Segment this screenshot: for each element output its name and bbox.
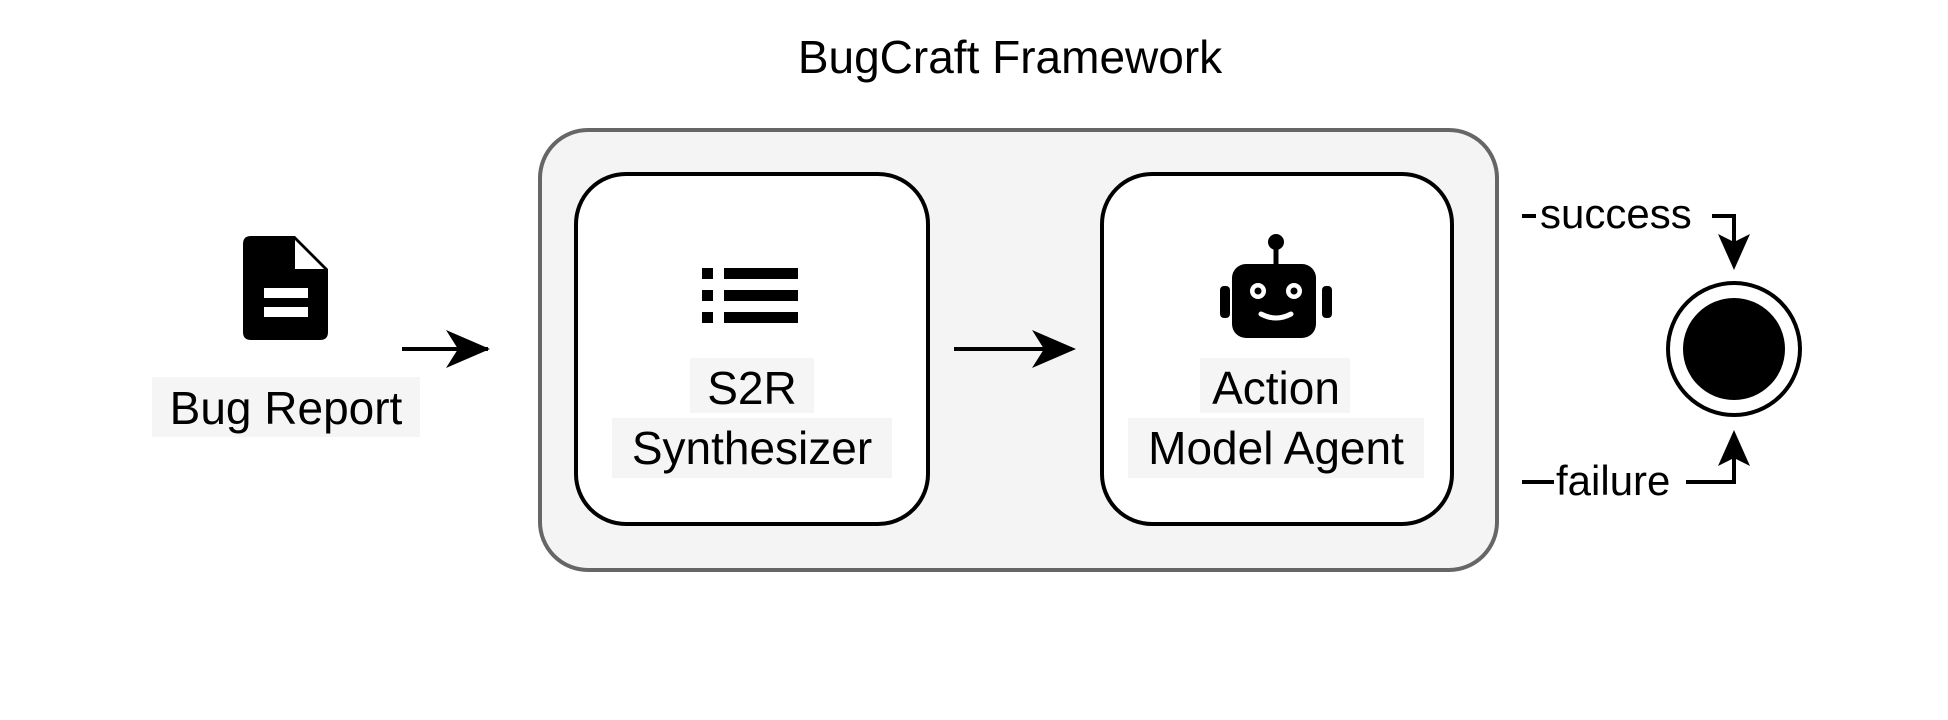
agent-label-line2: Model Agent <box>1148 422 1404 474</box>
s2r-synthesizer-module: S2R Synthesizer <box>574 172 930 526</box>
agent-label-bg-1 <box>1200 358 1350 413</box>
action-model-agent-module: Action Model Agent <box>1100 172 1454 526</box>
diagram-title: BugCraft Framework <box>798 31 1223 83</box>
bug-report-label: Bug Report <box>170 382 403 434</box>
agent-label-line1: Action <box>1212 362 1340 414</box>
s2r-label-bg-2 <box>612 418 892 478</box>
failure-path: failure <box>1522 430 1750 504</box>
failure-label: failure <box>1556 457 1670 504</box>
arrowhead-report-to-framework <box>446 330 490 368</box>
success-arrowhead <box>1718 234 1750 270</box>
file-document-icon <box>243 236 328 340</box>
s2r-label-bg-1 <box>690 358 814 413</box>
s2r-label-line1: S2R <box>707 362 796 414</box>
arrowhead-s2r-to-agent <box>1032 330 1076 368</box>
bug-report-label-bg <box>152 377 420 437</box>
success-label: success <box>1540 190 1692 237</box>
s2r-label-line2: Synthesizer <box>632 422 872 474</box>
final-state-icon <box>1666 281 1802 417</box>
list-icon <box>702 268 798 323</box>
robot-icon <box>1220 234 1332 338</box>
agent-label-bg-2 <box>1128 418 1424 478</box>
success-path: success <box>1522 190 1750 270</box>
bug-report-node: Bug Report <box>152 236 420 437</box>
failure-arrowhead <box>1718 430 1750 466</box>
